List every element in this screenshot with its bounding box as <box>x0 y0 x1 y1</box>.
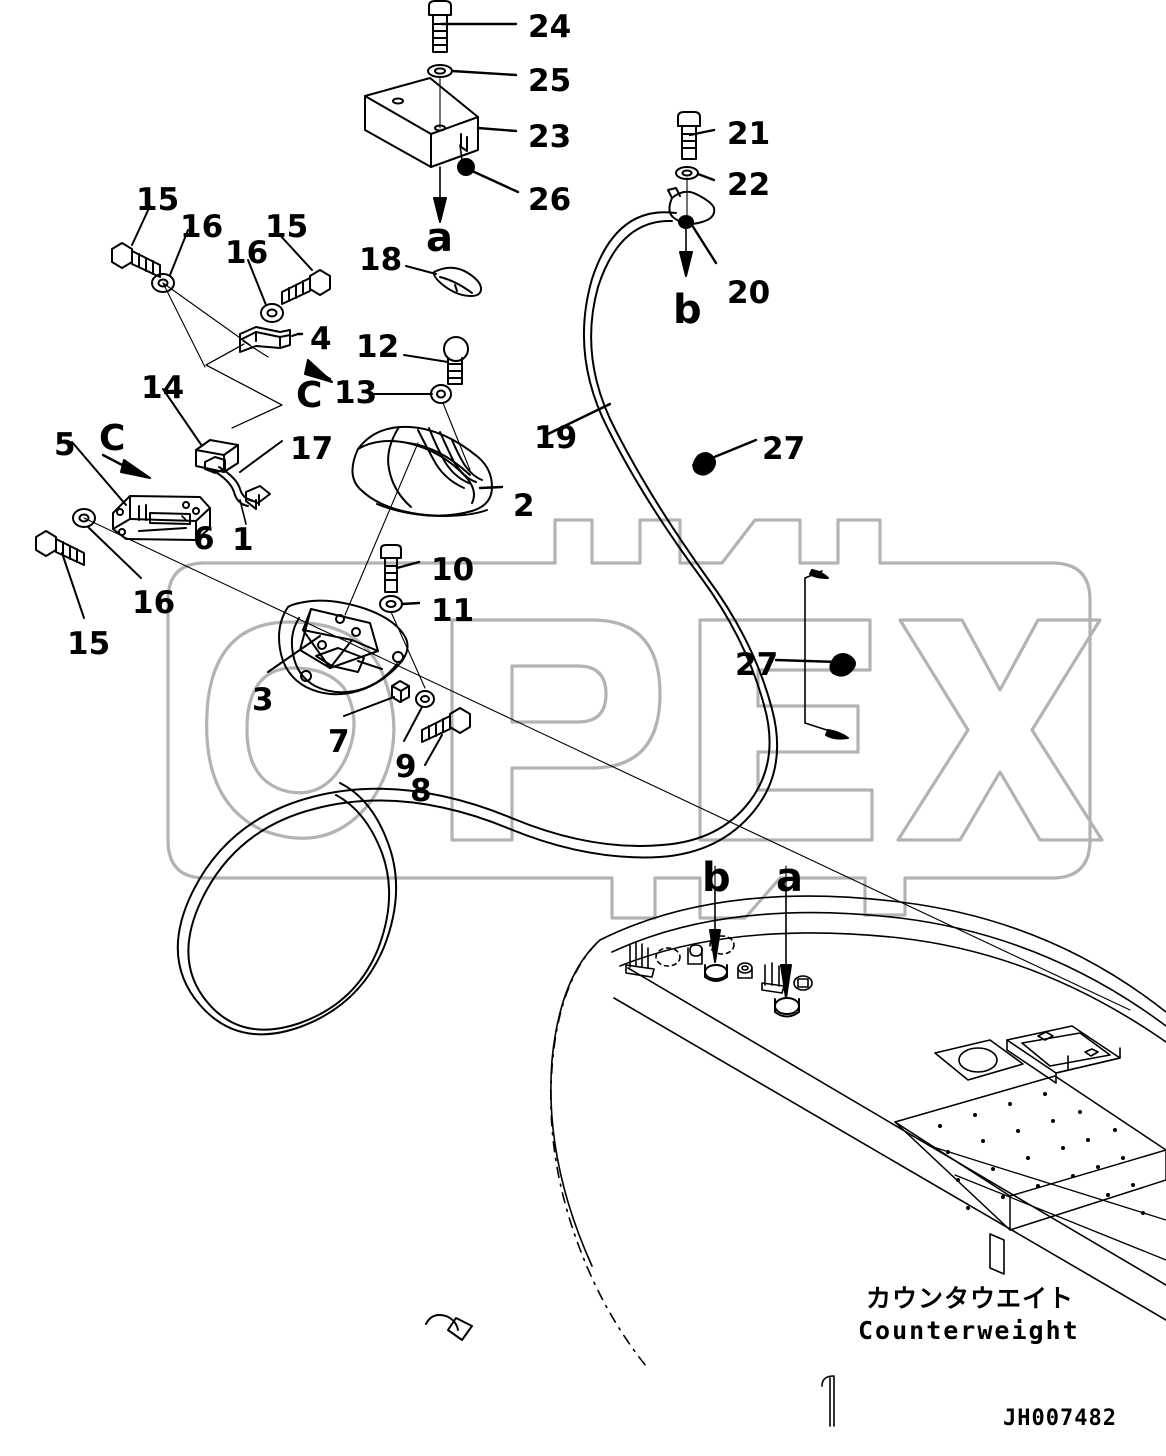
part-27-clamp-upper <box>692 452 716 476</box>
callout-15-b: 15 <box>265 209 309 245</box>
detail-arrow-c-lower <box>101 453 151 479</box>
callout-27-b: 27 <box>735 647 779 683</box>
counterweight-deck-plate <box>894 1075 1166 1261</box>
detail-arrow-c-upper <box>242 340 333 383</box>
assembly-mark-a-upper: a <box>426 215 453 261</box>
callout-16-b: 16 <box>225 235 269 271</box>
part-15-bolt-a <box>111 242 161 278</box>
counterweight-caption-jp: カウンタウエイト <box>866 1284 1075 1313</box>
part-22-washer <box>675 166 699 180</box>
part-3-lamp-base <box>278 599 409 696</box>
part-25-washer <box>427 64 453 78</box>
callout-6: 6 <box>193 521 215 557</box>
assembly-mark-a-lower: a <box>776 855 803 901</box>
part-6-mounting-plate <box>112 495 211 541</box>
part-15-bolt-c <box>35 530 85 566</box>
callout-15-a: 15 <box>136 182 180 218</box>
section-mark-c-upper: C <box>296 375 323 416</box>
part-16-washer-c <box>72 508 96 528</box>
part-27-clamp-lower <box>829 653 856 677</box>
counterweight-hidden-edge <box>550 943 647 1367</box>
counterweight-bolt-b <box>704 889 728 982</box>
part-7-nut <box>391 680 410 703</box>
assembly-mark-b-upper: b <box>673 287 702 333</box>
callout-12: 12 <box>356 329 400 365</box>
callout-19: 19 <box>534 420 578 456</box>
callout-11: 11 <box>431 593 475 629</box>
callout-26: 26 <box>528 182 572 218</box>
part-11-washer <box>379 595 403 613</box>
counterweight-mount-pads <box>934 1025 1121 1084</box>
part-16-washer-b <box>260 303 284 323</box>
callout-23: 23 <box>528 119 572 155</box>
callout-18: 18 <box>359 242 403 278</box>
part-8-bolt <box>421 707 471 743</box>
deck-perforations <box>938 1092 1145 1215</box>
part-4-bracket <box>239 326 291 353</box>
callout-21: 21 <box>727 116 771 152</box>
section-mark-c-lower: C <box>99 418 126 459</box>
callout-3: 3 <box>252 682 274 718</box>
callout-10: 10 <box>431 552 475 588</box>
callout-24: 24 <box>528 9 572 45</box>
arrow-b-upper <box>679 227 693 277</box>
cable-run-bracket <box>804 569 849 740</box>
callout-16-c: 16 <box>132 585 176 621</box>
counterweight-caption-en: Counterweight <box>858 1316 1080 1345</box>
part-13-washer <box>430 384 452 404</box>
part-10-bolt <box>380 544 402 593</box>
callout-15-c: 15 <box>67 626 111 662</box>
counterweight-hardware <box>625 935 813 994</box>
callout-7: 7 <box>328 724 350 760</box>
part-15-bolt-b <box>281 269 331 305</box>
counterweight-assembly <box>550 895 1166 1321</box>
callout-4: 4 <box>310 321 332 357</box>
part-24-bolt <box>428 0 452 53</box>
callout-8: 8 <box>410 773 432 809</box>
callout-2: 2 <box>513 488 535 524</box>
callout-16-a: 16 <box>180 209 224 245</box>
callout-13: 13 <box>334 375 378 411</box>
part-19-cable-harness <box>176 211 779 1341</box>
part-20-clamp <box>667 187 716 229</box>
callout-27-a: 27 <box>762 431 806 467</box>
part-16-washer-a <box>151 273 175 293</box>
part-26-grommet <box>457 158 475 176</box>
assembly-mark-b-lower: b <box>702 855 731 901</box>
drawing-number: JH007482 <box>1003 1406 1117 1431</box>
part-12-bolt <box>443 336 469 385</box>
callout-17: 17 <box>290 431 334 467</box>
part-2-lamp-housing <box>351 425 493 517</box>
callout-14: 14 <box>141 370 185 406</box>
callout-9: 9 <box>395 749 417 785</box>
part-23-bracket <box>364 77 479 168</box>
part-9-washer <box>415 690 435 708</box>
callout-22: 22 <box>727 167 771 203</box>
arrow-a-upper <box>433 166 447 223</box>
callout-1: 1 <box>232 522 254 558</box>
part-18-clip <box>432 266 483 297</box>
callout-20: 20 <box>727 275 771 311</box>
counterweight-bolt-a <box>774 889 800 1018</box>
callout-5: 5 <box>54 427 76 463</box>
part-17-harness <box>211 466 271 510</box>
callout-25: 25 <box>528 63 572 99</box>
